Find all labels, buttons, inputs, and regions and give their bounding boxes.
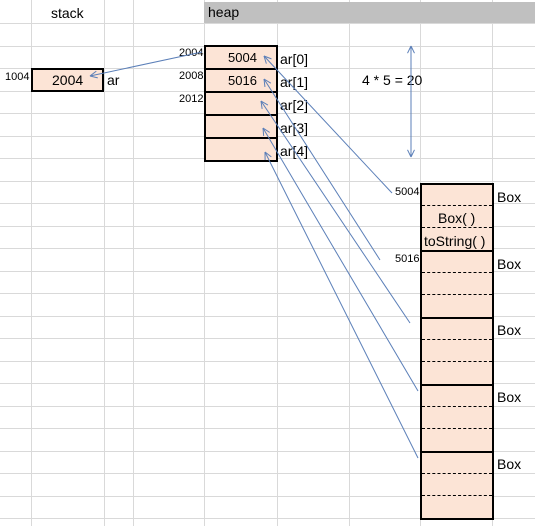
box-field-divider xyxy=(422,495,492,496)
array-label-2: ar[2] xyxy=(280,97,309,113)
box-object xyxy=(420,451,494,520)
box-field-divider xyxy=(422,339,492,340)
ref-arrow-4-head xyxy=(264,151,272,158)
ref-arrow-3 xyxy=(262,127,419,392)
array-label-1: ar[1] xyxy=(280,74,309,90)
ref-arrow-1 xyxy=(263,78,381,261)
ref-arrow-1-head xyxy=(263,78,266,88)
heap-cell-divider xyxy=(204,68,278,70)
heap-header-bar xyxy=(204,2,535,23)
heap-address-2: 2012 xyxy=(179,93,204,105)
heap-cell-divider xyxy=(204,137,278,139)
ref-arrow-3-head xyxy=(262,127,270,133)
array-label-3: ar[3] xyxy=(280,120,309,136)
object-address-1: 5016 xyxy=(395,253,420,265)
array-label-0: ar[0] xyxy=(280,51,309,67)
ref-arrow-4 xyxy=(264,151,419,459)
size-arrow-down-head xyxy=(407,149,412,158)
stack-cell xyxy=(31,68,104,92)
heap-cell-divider xyxy=(204,114,278,116)
stack-header: stack xyxy=(51,5,84,21)
stack-to-heap-arrow-head xyxy=(89,75,98,79)
ref-arrow-0-head xyxy=(263,55,267,64)
ref-arrow-0-head xyxy=(263,55,272,60)
heap-value-0: 5004 xyxy=(228,50,257,65)
ref-arrow-2-head xyxy=(260,100,263,109)
box-field-divider xyxy=(422,406,492,407)
ref-arrow-0 xyxy=(263,55,393,194)
box-label-2: Box xyxy=(497,322,522,338)
heap-address-1: 2008 xyxy=(179,70,204,82)
box-field-divider xyxy=(422,361,492,362)
size-arrow-up-head xyxy=(407,45,412,54)
box-label-0: Box xyxy=(497,189,522,205)
box-field-divider xyxy=(422,272,492,273)
box-field-divider xyxy=(422,428,492,429)
size-arrow-up-head xyxy=(410,45,415,54)
heap-cell-divider xyxy=(204,91,278,93)
box-label-1: Box xyxy=(497,256,522,272)
member-tostring: toString( ) xyxy=(424,233,486,249)
box-label-4: Box xyxy=(497,456,522,472)
ref-arrow-2-head xyxy=(260,100,269,106)
box-label-3: Box xyxy=(497,389,522,405)
ref-arrow-2 xyxy=(260,100,411,324)
stack-var-label: ar xyxy=(107,72,120,88)
heap-header: heap xyxy=(208,4,240,20)
size-note: 4 * 5 = 20 xyxy=(362,72,423,88)
box-object xyxy=(420,250,494,319)
stack-to-heap-arrow xyxy=(89,51,203,77)
member-constructor: Box( ) xyxy=(438,210,476,226)
object-address-0: 5004 xyxy=(395,186,420,198)
ref-arrow-3-head xyxy=(262,127,265,137)
box-field-divider xyxy=(422,294,492,295)
box-field-divider xyxy=(422,227,492,228)
heap-value-1: 5016 xyxy=(228,73,257,88)
box-object xyxy=(420,183,494,252)
stack-to-heap-arrow-head xyxy=(89,70,97,77)
box-field-divider xyxy=(422,473,492,474)
stack-value: 2004 xyxy=(52,72,84,88)
size-arrow-down-head xyxy=(410,149,415,158)
ref-arrow-1-head xyxy=(263,78,272,84)
stack-address: 1004 xyxy=(5,71,30,83)
heap-address-0: 2004 xyxy=(179,47,204,59)
box-field-divider xyxy=(422,205,492,206)
